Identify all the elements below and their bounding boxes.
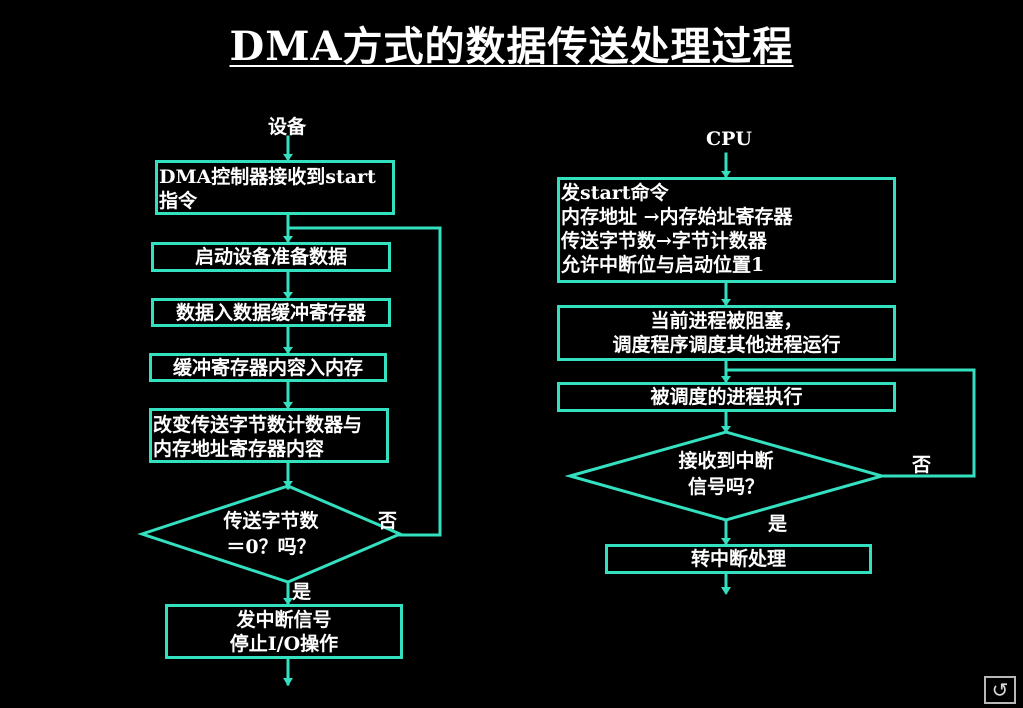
cpu-issue-start-box: 发start命令 内存地址 →内存始址寄存器 传送字节数→字节计数器 允许中断位… — [557, 177, 896, 283]
goto-interrupt-box: 转中断处理 — [605, 544, 872, 574]
arrowhead-icon — [721, 171, 731, 178]
process-blocked-line1: 当前进程被阻塞， — [650, 310, 803, 332]
buffer-to-memory-box: 缓冲寄存器内容入内存 — [149, 353, 387, 382]
buffer-to-memory-text: 缓冲寄存器内容入内存 — [172, 356, 363, 379]
data-to-buffer-text: 数据入数据缓冲寄存器 — [175, 301, 366, 324]
send-interrupt-line2: 停止I/O操作 — [229, 632, 339, 655]
right-decision-line1: 接收到中断 — [678, 450, 774, 472]
right-no-label: 否 — [912, 454, 932, 476]
dma-receive-start-line2: 指令 — [159, 190, 198, 212]
left-no-label: 否 — [378, 510, 398, 532]
arrowhead-icon — [721, 376, 731, 383]
arrowhead-icon — [283, 598, 293, 605]
update-counters-box: 改变传送字节数计数器与 内存地址寄存器内容 — [149, 408, 389, 463]
cpu-issue-start-line3: 传送字节数→字节计数器 — [561, 230, 767, 252]
device-label: 设备 — [268, 116, 307, 138]
arrowhead-icon — [721, 426, 731, 433]
cpu-label: CPU — [706, 128, 752, 150]
arrowhead-icon — [283, 481, 293, 488]
cpu-issue-start-line2: 内存地址 →内存始址寄存器 — [561, 206, 793, 228]
cpu-issue-start-line4: 允许中断位与启动位置1 — [561, 254, 765, 276]
left-yes-label: 是 — [292, 581, 312, 603]
arrowhead-icon — [283, 402, 293, 409]
arrowhead-icon — [721, 299, 731, 306]
right-decision-line2: 信号吗？ — [687, 476, 764, 498]
left-decision-text: 传送字节数 ＝0？吗？ — [196, 508, 346, 560]
right-decision-text: 接收到中断 信号吗？ — [651, 448, 801, 500]
page-title: DMA方式的数据传送处理过程 — [0, 14, 1023, 72]
update-counters-line1: 改变传送字节数计数器与 — [153, 414, 363, 436]
arrowhead-icon — [721, 587, 731, 595]
send-interrupt-line1: 发中断信号 — [236, 608, 332, 631]
right-decision-diamond — [564, 430, 888, 522]
left-decision-line1: 传送字节数 — [223, 510, 319, 532]
return-icon[interactable]: ↺ — [984, 676, 1016, 704]
right-yes-label: 是 — [768, 513, 788, 535]
right-loop-back-connector — [724, 368, 976, 478]
page-title-text: DMA方式的数据传送处理过程 — [229, 23, 794, 70]
goto-interrupt-text: 转中断处理 — [690, 548, 786, 570]
loop-back-connector — [286, 226, 442, 537]
arrowhead-icon — [283, 292, 293, 299]
update-counters-line2: 内存地址寄存器内容 — [153, 438, 325, 460]
arrowhead-icon — [283, 154, 293, 161]
dma-receive-start-line1: DMA控制器接收到start — [159, 166, 376, 188]
cpu-issue-start-line1: 发start命令 — [561, 182, 669, 204]
scheduled-process-text: 被调度的进程执行 — [650, 386, 803, 408]
device-prepare-data-box: 启动设备准备数据 — [151, 242, 391, 272]
arrowhead-icon — [283, 236, 293, 243]
process-blocked-line2: 调度程序调度其他进程运行 — [612, 334, 841, 356]
send-interrupt-box: 发中断信号 停止I/O操作 — [165, 604, 403, 659]
arrowhead-icon — [283, 347, 293, 354]
data-to-buffer-box: 数据入数据缓冲寄存器 — [151, 298, 391, 327]
arrowhead-icon — [283, 678, 293, 686]
process-blocked-box: 当前进程被阻塞， 调度程序调度其他进程运行 — [557, 305, 896, 361]
left-decision-line2: ＝0？吗？ — [226, 536, 316, 558]
device-prepare-data-text: 启动设备准备数据 — [194, 246, 347, 268]
left-decision-diamond — [137, 484, 404, 584]
dma-receive-start-box: DMA控制器接收到start 指令 — [155, 160, 395, 215]
scheduled-process-box: 被调度的进程执行 — [557, 382, 896, 412]
arrowhead-icon — [721, 538, 731, 545]
